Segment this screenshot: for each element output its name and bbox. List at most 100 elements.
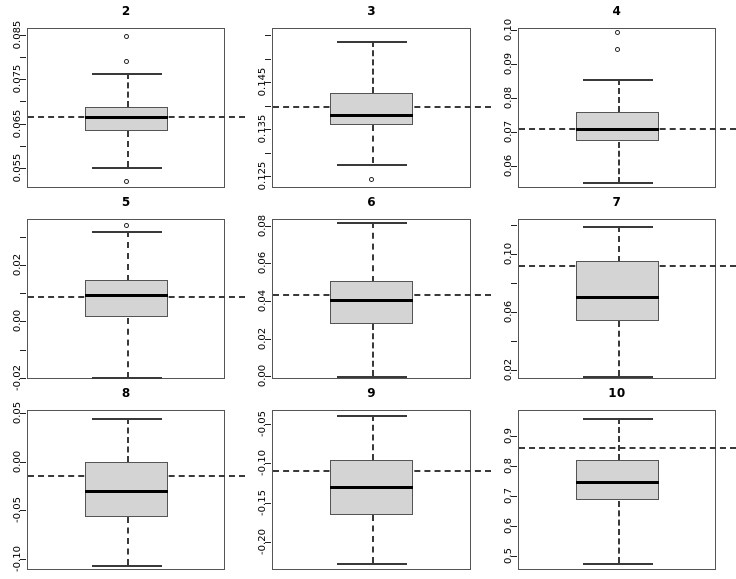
axis-tick-label: 0.06 (502, 300, 514, 324)
lower-whisker-cap (582, 376, 653, 378)
iqr-box (575, 261, 659, 321)
panel-title: 9 (367, 386, 376, 400)
axis-tick (20, 350, 26, 351)
axis-tick (510, 436, 517, 437)
axis-tick (20, 168, 26, 169)
axis-tick (510, 132, 517, 133)
axis-tick (510, 556, 517, 557)
axis-tick-label: 0.02 (257, 327, 269, 351)
axis-tick-label: -0.15 (257, 490, 269, 516)
iqr-box (85, 280, 168, 317)
axis-tick (20, 101, 26, 102)
upper-whisker (617, 226, 620, 262)
axis-tick (265, 424, 272, 425)
axis-tick (510, 496, 517, 497)
lower-whisker-cap (92, 377, 162, 379)
axis-tick (510, 166, 517, 167)
axis-tick-label: 0.07 (502, 120, 514, 144)
axis-tick (265, 503, 272, 504)
lower-whisker-cap (582, 563, 653, 565)
axis-tick (20, 35, 26, 36)
panel-title: 8 (121, 386, 131, 400)
axis-tick (510, 98, 517, 99)
axis-tick (265, 376, 272, 377)
axis-tick (20, 413, 26, 414)
lower-whisker (617, 501, 620, 564)
lower-whisker (617, 321, 620, 376)
lower-whisker (372, 515, 375, 563)
upper-whisker-cap (582, 79, 653, 81)
axis-tick-label: -0.10 (12, 546, 23, 572)
axis-tick (510, 312, 517, 313)
axis-tick-label: -0.05 (257, 411, 269, 437)
axis-tick (510, 64, 517, 65)
axis-tick (265, 301, 272, 302)
outlier-point (614, 46, 620, 52)
axis-tick (510, 30, 517, 31)
boxplot-panel: 8 -0.10 -0.05 0.00 0.05 (0, 382, 246, 573)
median-line (85, 490, 168, 493)
axis-tick (265, 542, 272, 543)
axis-tick-label: 0.06 (257, 251, 269, 275)
lower-whisker (372, 125, 375, 164)
axis-tick (265, 263, 272, 264)
iqr-box (85, 107, 168, 131)
axis-tick-label: 0.00 (12, 450, 23, 474)
axis-tick (510, 341, 517, 342)
axis-tick (510, 254, 517, 255)
upper-whisker (617, 79, 620, 113)
lower-whisker-cap (337, 563, 408, 565)
lower-whisker-cap (337, 164, 408, 166)
upper-whisker-cap (92, 73, 162, 75)
axis-tick (20, 510, 26, 511)
upper-whisker (127, 73, 129, 107)
axis-tick-label: 0.08 (257, 214, 269, 238)
iqr-box (330, 93, 414, 125)
outlier-point (124, 222, 129, 228)
axis-tick (20, 559, 26, 560)
axis-tick-label: -0.10 (257, 450, 269, 476)
axis-tick-label: 0.04 (257, 289, 269, 313)
iqr-box (575, 112, 659, 141)
median-line (85, 116, 168, 119)
upper-whisker (372, 41, 375, 94)
axis-tick (265, 106, 272, 107)
upper-whisker (372, 222, 375, 282)
axis-tick-label: 0.065 (12, 109, 23, 139)
axis-tick (20, 57, 26, 58)
median-line (330, 299, 414, 302)
axis-tick-label: -0.05 (12, 497, 23, 523)
lower-whisker (127, 318, 129, 378)
axis-tick-label: -0.20 (257, 529, 269, 555)
outlier-point (124, 58, 129, 64)
median-line (330, 486, 414, 489)
axis-tick (20, 146, 26, 147)
axis-tick (510, 526, 517, 527)
upper-whisker-cap (582, 418, 653, 420)
upper-whisker-cap (337, 222, 408, 224)
axis-tick-label: 0.9 (502, 428, 514, 444)
panel-title: 6 (367, 195, 376, 209)
reference-line (518, 447, 736, 449)
outlier-point (124, 33, 129, 39)
median-line (575, 128, 659, 131)
axis-tick-label: 0.05 (12, 401, 23, 425)
panel-title: 10 (608, 386, 626, 400)
lower-whisker (127, 131, 129, 167)
axis-tick-label: 0.10 (502, 242, 514, 266)
upper-whisker-cap (582, 226, 653, 228)
axis-tick (20, 79, 26, 80)
upper-whisker (617, 418, 620, 460)
axis-tick-label: 0.055 (12, 153, 23, 183)
upper-whisker (127, 231, 129, 281)
lower-whisker-cap (582, 182, 653, 184)
lower-whisker-cap (337, 376, 408, 378)
upper-whisker-cap (337, 41, 408, 43)
iqr-box (330, 281, 414, 324)
upper-whisker-cap (92, 418, 162, 420)
